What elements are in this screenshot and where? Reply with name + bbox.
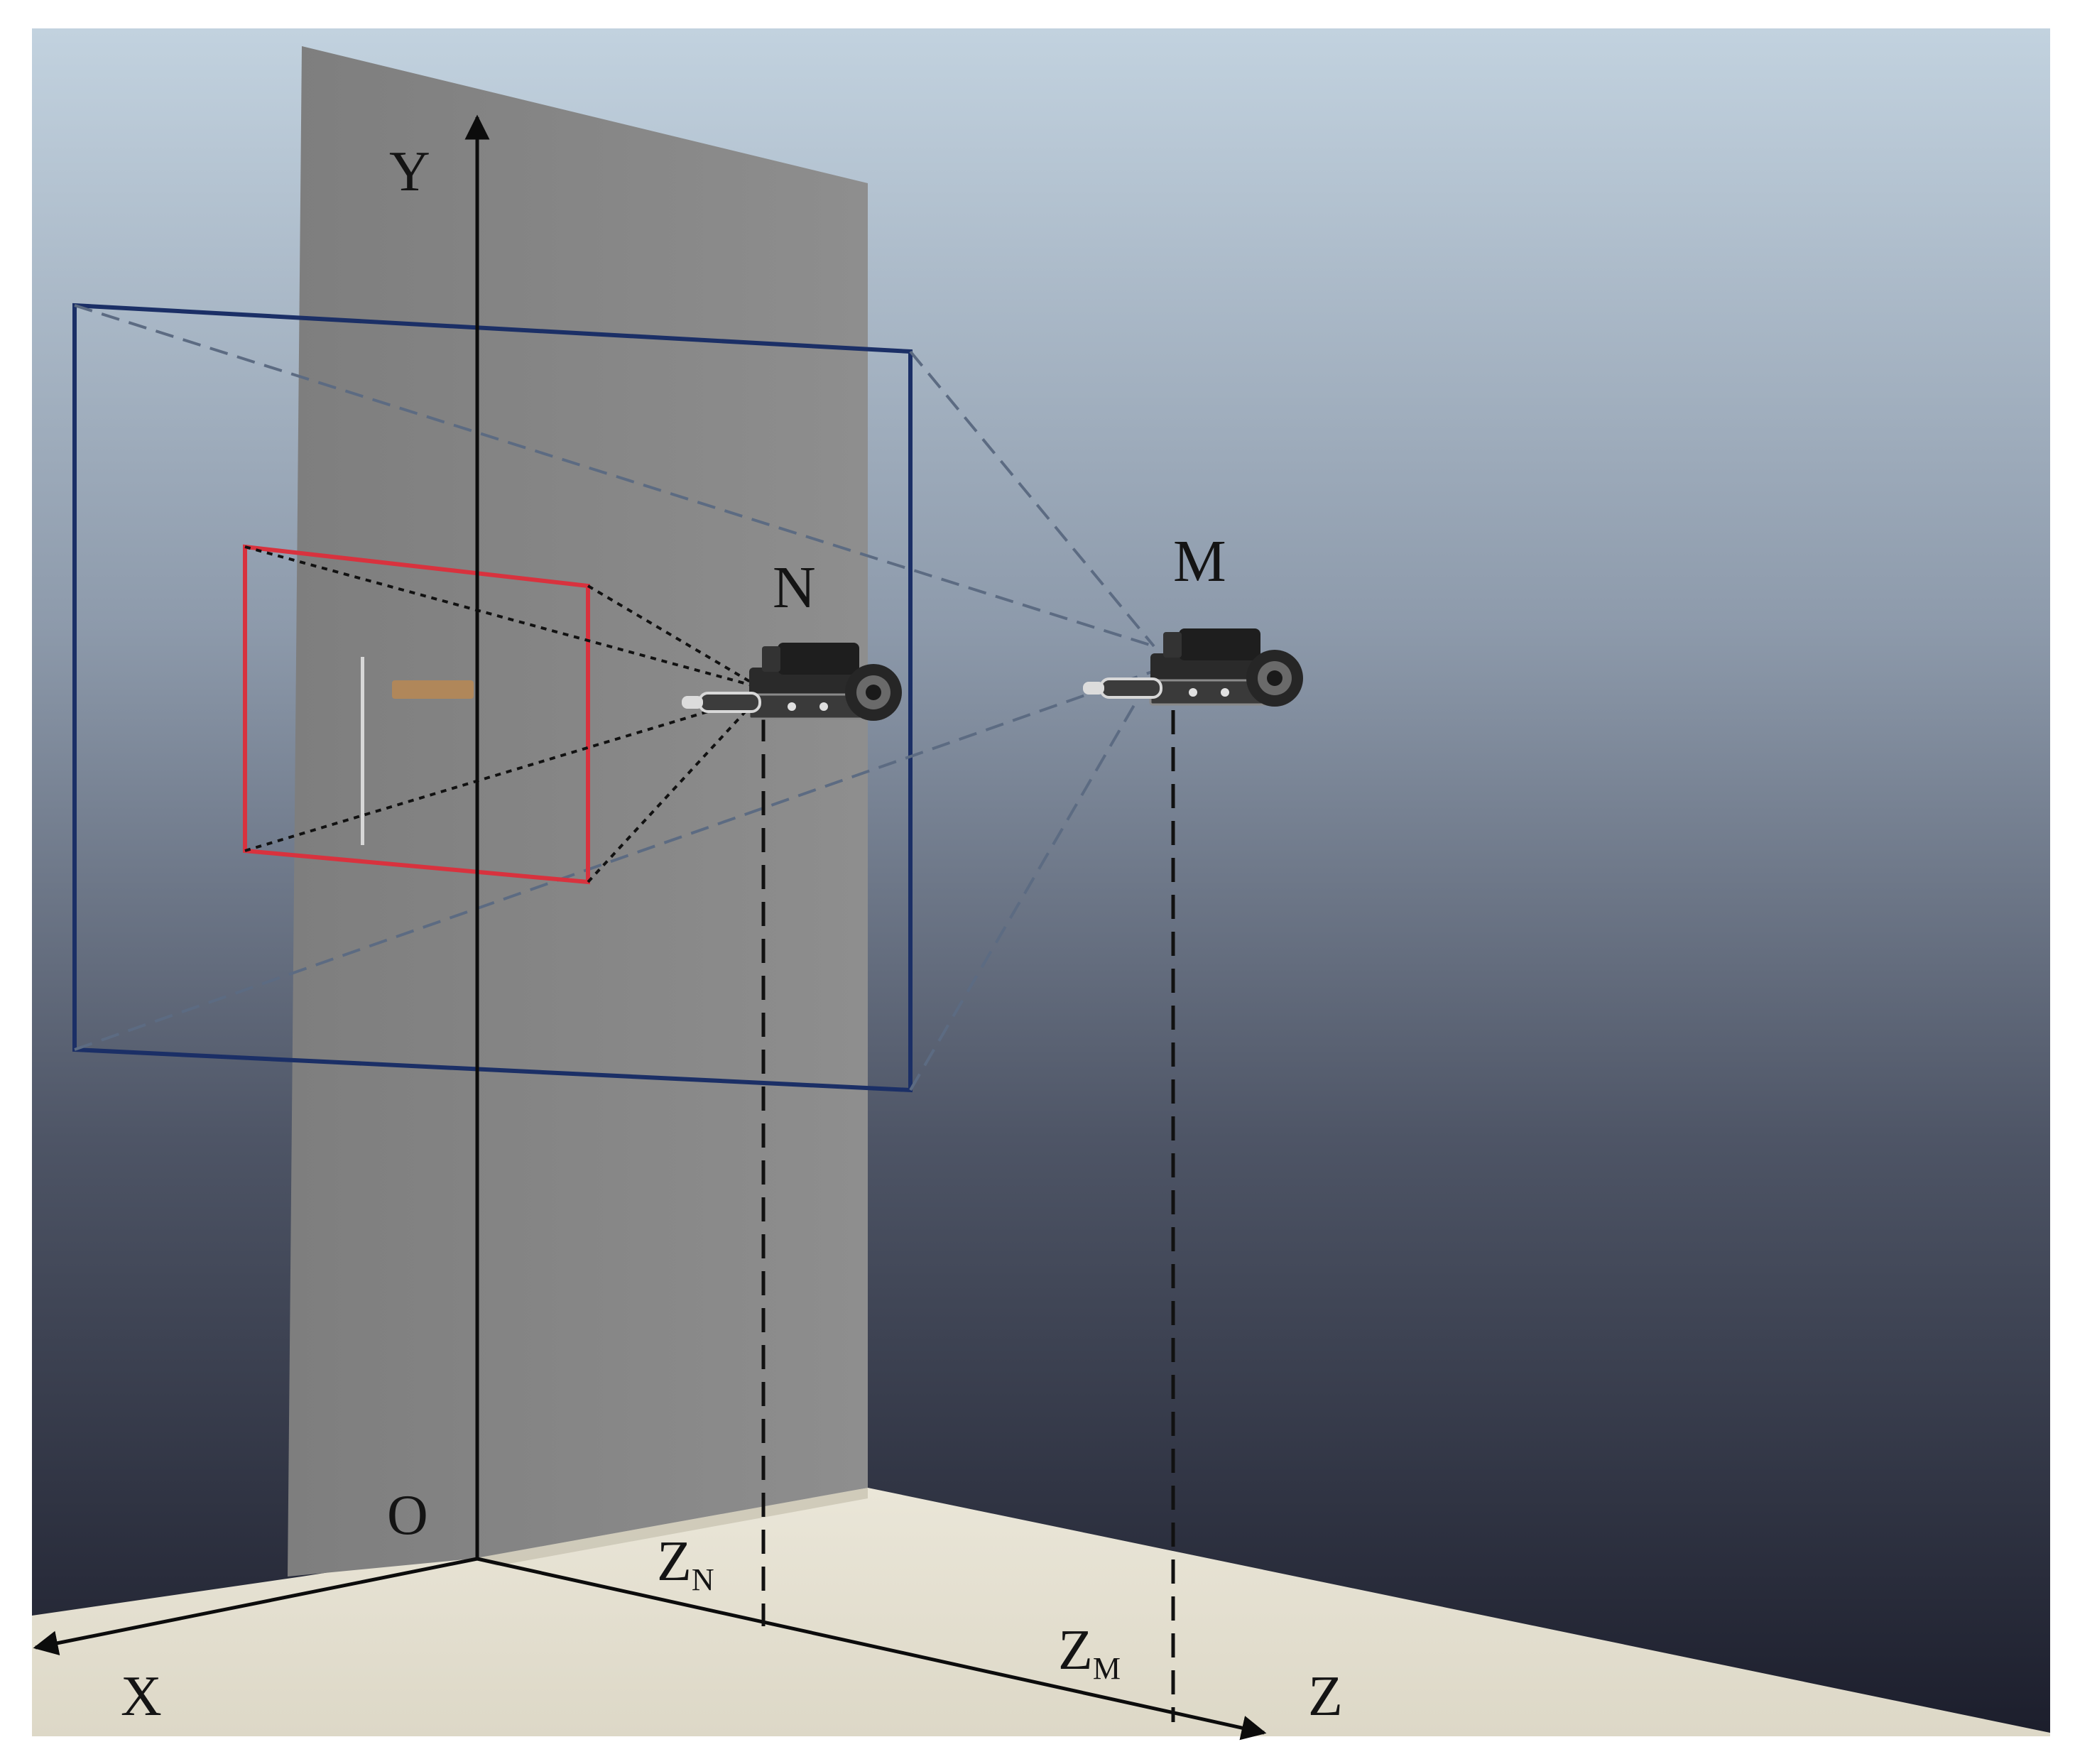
y-axis-label: Y (389, 141, 430, 203)
origin-label: O (387, 1484, 428, 1547)
x-axis-label: X (121, 1665, 162, 1728)
z-axis (476, 1557, 1267, 1741)
camera-n-label: N (773, 555, 816, 621)
wall-target-object (361, 657, 474, 845)
z-n-distance-label: ZN (657, 1530, 714, 1597)
x-axis (33, 1557, 478, 1655)
camera-m-label: M (1173, 528, 1226, 594)
z-axis-label: Z (1308, 1665, 1343, 1728)
near-view-projection-lines (244, 545, 761, 883)
wall-panel (288, 46, 868, 1577)
far-view-projection-lines (74, 304, 1155, 1091)
z-m-distance-label: ZM (1058, 1619, 1121, 1686)
wall-shadow (472, 1488, 868, 1566)
